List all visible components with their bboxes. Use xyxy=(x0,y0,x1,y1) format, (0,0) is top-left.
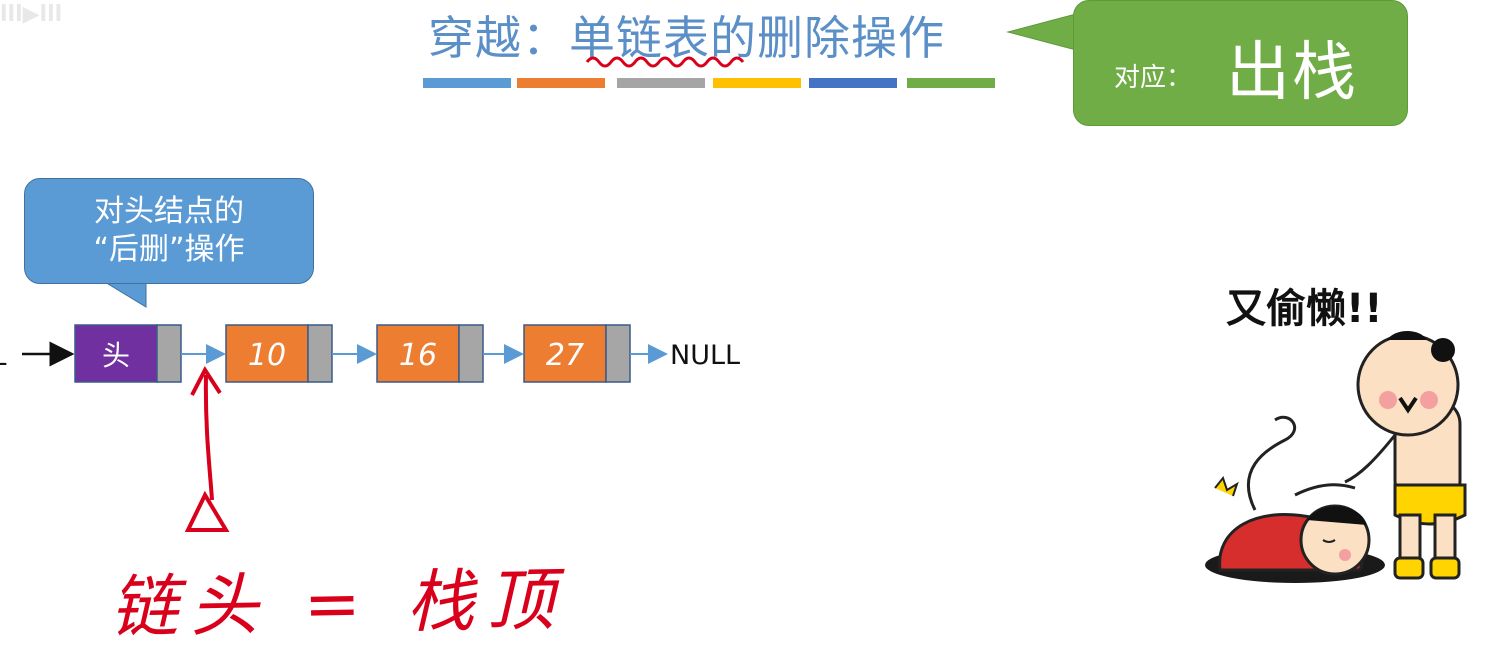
color-bar xyxy=(617,78,705,88)
annotation-arrow xyxy=(203,374,214,501)
green-callout-label: 对应： xyxy=(1114,63,1193,93)
null-label: NULL xyxy=(670,340,740,371)
color-bar xyxy=(713,78,801,88)
annotation-arrow-head xyxy=(190,366,222,396)
green-callout-value: 出栈 xyxy=(1226,36,1358,110)
list-node: 10 xyxy=(225,324,333,383)
node-data-field xyxy=(74,324,158,383)
node-data-field xyxy=(225,324,309,383)
node-pointer-field xyxy=(156,324,182,383)
blue-callout-line2: “后删”操作 xyxy=(93,232,245,267)
blue-callout: 对头结点的 “后删”操作 xyxy=(24,178,314,284)
watermark: lll▶lll xyxy=(0,2,63,27)
blue-callout-line1: 对头结点的 xyxy=(94,194,244,229)
list-nodes: 头 10 16 27 xyxy=(74,324,631,383)
node-pointer-field xyxy=(605,324,631,383)
list-node: 27 xyxy=(523,324,631,383)
cartoon-caption: 又偷懒!! xyxy=(1226,286,1383,332)
node-value: 27 xyxy=(546,338,584,373)
left-pointer-label: L xyxy=(0,342,7,372)
lazy-cartoon-illustration xyxy=(1205,331,1467,583)
color-bar xyxy=(907,78,995,88)
handwritten-note: 链头 = 栈顶 xyxy=(109,561,567,648)
color-bar xyxy=(423,78,511,88)
annotation-triangle xyxy=(184,490,230,532)
node-value: 头 xyxy=(102,339,130,372)
green-callout: 对应： 出栈 xyxy=(1073,0,1408,126)
list-node: 头 xyxy=(74,324,182,383)
color-bar xyxy=(809,78,897,88)
node-pointer-field xyxy=(458,324,484,383)
node-value: 10 xyxy=(248,338,286,373)
node-value: 16 xyxy=(399,338,437,373)
slide-title: 穿越：单链表的删除操作 xyxy=(428,11,945,65)
color-bar xyxy=(517,78,605,88)
node-pointer-field xyxy=(307,324,333,383)
node-data-field xyxy=(523,324,607,383)
blue-callout-pointer xyxy=(100,279,147,308)
list-node: 16 xyxy=(376,324,484,383)
node-data-field xyxy=(376,324,460,383)
title-underline-squiggle xyxy=(585,56,745,68)
